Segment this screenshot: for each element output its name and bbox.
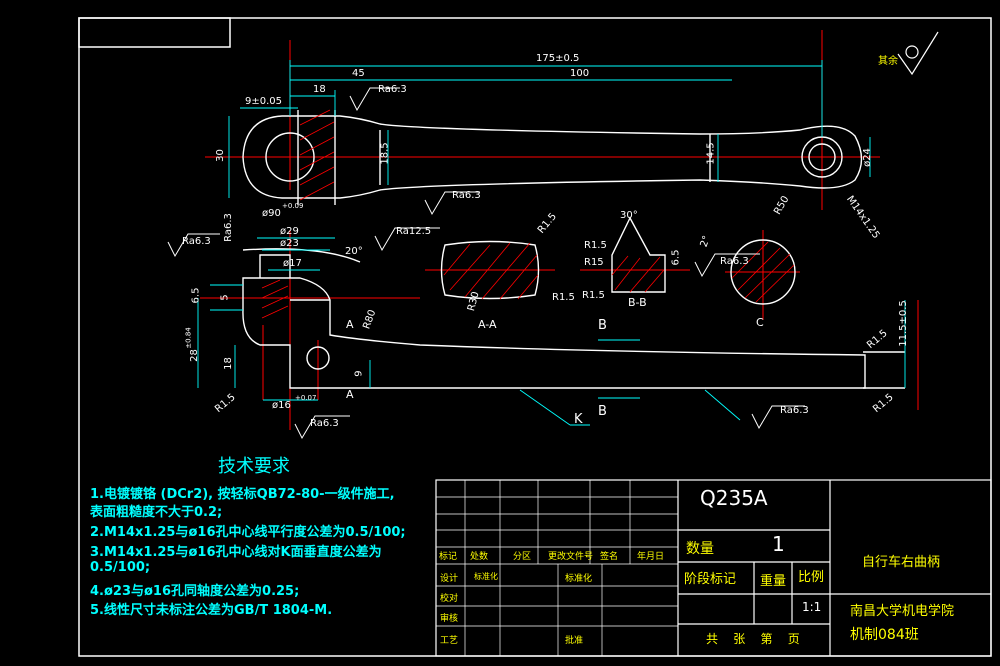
ra-4: Ra6.3 [182, 236, 211, 247]
dim-r1-5-d: R1.5 [535, 211, 559, 236]
tech-req-line-6: 4.ø23与ø16孔同轴度公差为0.25; [90, 584, 300, 599]
dim-6-5: 6.5 [190, 287, 202, 304]
label-aa: A-A [478, 318, 497, 331]
section-aa [440, 240, 540, 300]
dim-28-tol: ±0.84 [184, 327, 193, 349]
ra-1: Ra6.3 [378, 84, 407, 95]
dim-r30: R30 [465, 290, 482, 313]
crank-side-view [242, 248, 905, 389]
dim-dia29: ø29 [280, 226, 299, 237]
ra-5: Ra6.3 [222, 213, 234, 242]
code-box [78, 17, 231, 48]
label-a-bot: A [346, 388, 354, 401]
dim-30: 30 [214, 149, 226, 162]
tech-requirements-title: 技术要求 [218, 456, 290, 477]
dim-6-5b: 6.5 [670, 249, 682, 266]
dim-dia90-tol: +0.09 [282, 202, 304, 210]
dim-angle20: 20° [345, 246, 363, 257]
dim-11-5: 11.5±0.5 [897, 300, 909, 347]
dim-9: 9±0.05 [245, 96, 283, 107]
dim-angle2: 2° [698, 234, 713, 249]
dim-total: 175±0.5 [536, 53, 580, 64]
dim-45: 45 [352, 68, 365, 79]
ra-8: Ra6.3 [720, 256, 749, 267]
surface-symbol-prefix: 其余 [878, 54, 898, 67]
tech-req-line-5: 0.5/100; [90, 560, 151, 575]
dim-18-5: 18.5 [379, 142, 391, 165]
dim-dia16: ø16 [272, 400, 291, 411]
dim-dia90: ø90 [262, 208, 281, 219]
label-c: C [756, 316, 764, 329]
ra-6: Ra6.3 [310, 418, 339, 429]
hatch-top [299, 109, 335, 201]
label-b-bot: B [598, 404, 607, 419]
dim-dia16-tol: +0.07 [295, 394, 317, 402]
tech-req-line-2: 表面粗糙度不大于0.2; [90, 505, 223, 520]
dim-5: 5 [219, 294, 231, 301]
tech-req-line-1: 1.电镀镀铬 (DCr2), 按轻标QB72-80-一级件施工, [90, 487, 395, 502]
dim-r1-5-a: R1.5 [213, 391, 238, 416]
ra-3: Ra12.5 [396, 226, 432, 237]
dim-angle30: 30° [620, 210, 638, 221]
dim-9b: 9 [353, 370, 365, 377]
dim-18b: 18 [222, 357, 234, 370]
label-a-top: A [346, 318, 354, 331]
dim-14-5: 14.5 [705, 142, 717, 165]
dim-r1-5-c: R1.5 [871, 391, 896, 416]
label-bb: B-B [628, 296, 647, 309]
dim-28: 28 [188, 349, 200, 362]
dim-r50: R50 [772, 194, 792, 217]
dim-dia23: ø23 [280, 238, 299, 249]
dim-100: 100 [570, 68, 590, 79]
section-bb [611, 216, 666, 293]
roughness-symbols [167, 87, 805, 440]
dimension-lines [197, 60, 906, 426]
dim-r1-5-b: R1.5 [865, 327, 890, 352]
view-c [730, 239, 796, 305]
label-k: K [574, 412, 583, 427]
tech-req-line-3: 2.M14x1.25与ø16孔中心线平行度公差为0.5/100; [90, 525, 406, 540]
dim-r1-5-g: R1.5 [582, 290, 605, 301]
dim-r80: R80 [361, 308, 379, 331]
tech-req-line-4: 3.M14x1.25与ø16孔中心线对K面垂直度公差为 [90, 545, 382, 560]
dim-r1-5-e: R1.5 [552, 292, 575, 303]
dim-r15: R15 [584, 257, 604, 268]
label-b-top: B [598, 318, 607, 333]
dim-18: 18 [313, 84, 326, 95]
surface-finish-icon [897, 31, 939, 76]
tech-req-line-7: 5.线性尺寸未标注公差为GB/T 1804-M. [90, 603, 333, 618]
hatch-side [261, 279, 289, 319]
ra-7: Ra6.3 [780, 405, 809, 416]
ra-2: Ra6.3 [452, 190, 481, 201]
dim-r1-5-f: R1.5 [584, 240, 607, 251]
dim-dia24: ø24 [861, 148, 873, 167]
dim-thread: M14x1.25 [844, 194, 882, 241]
dim-dia17: ø17 [283, 258, 302, 269]
